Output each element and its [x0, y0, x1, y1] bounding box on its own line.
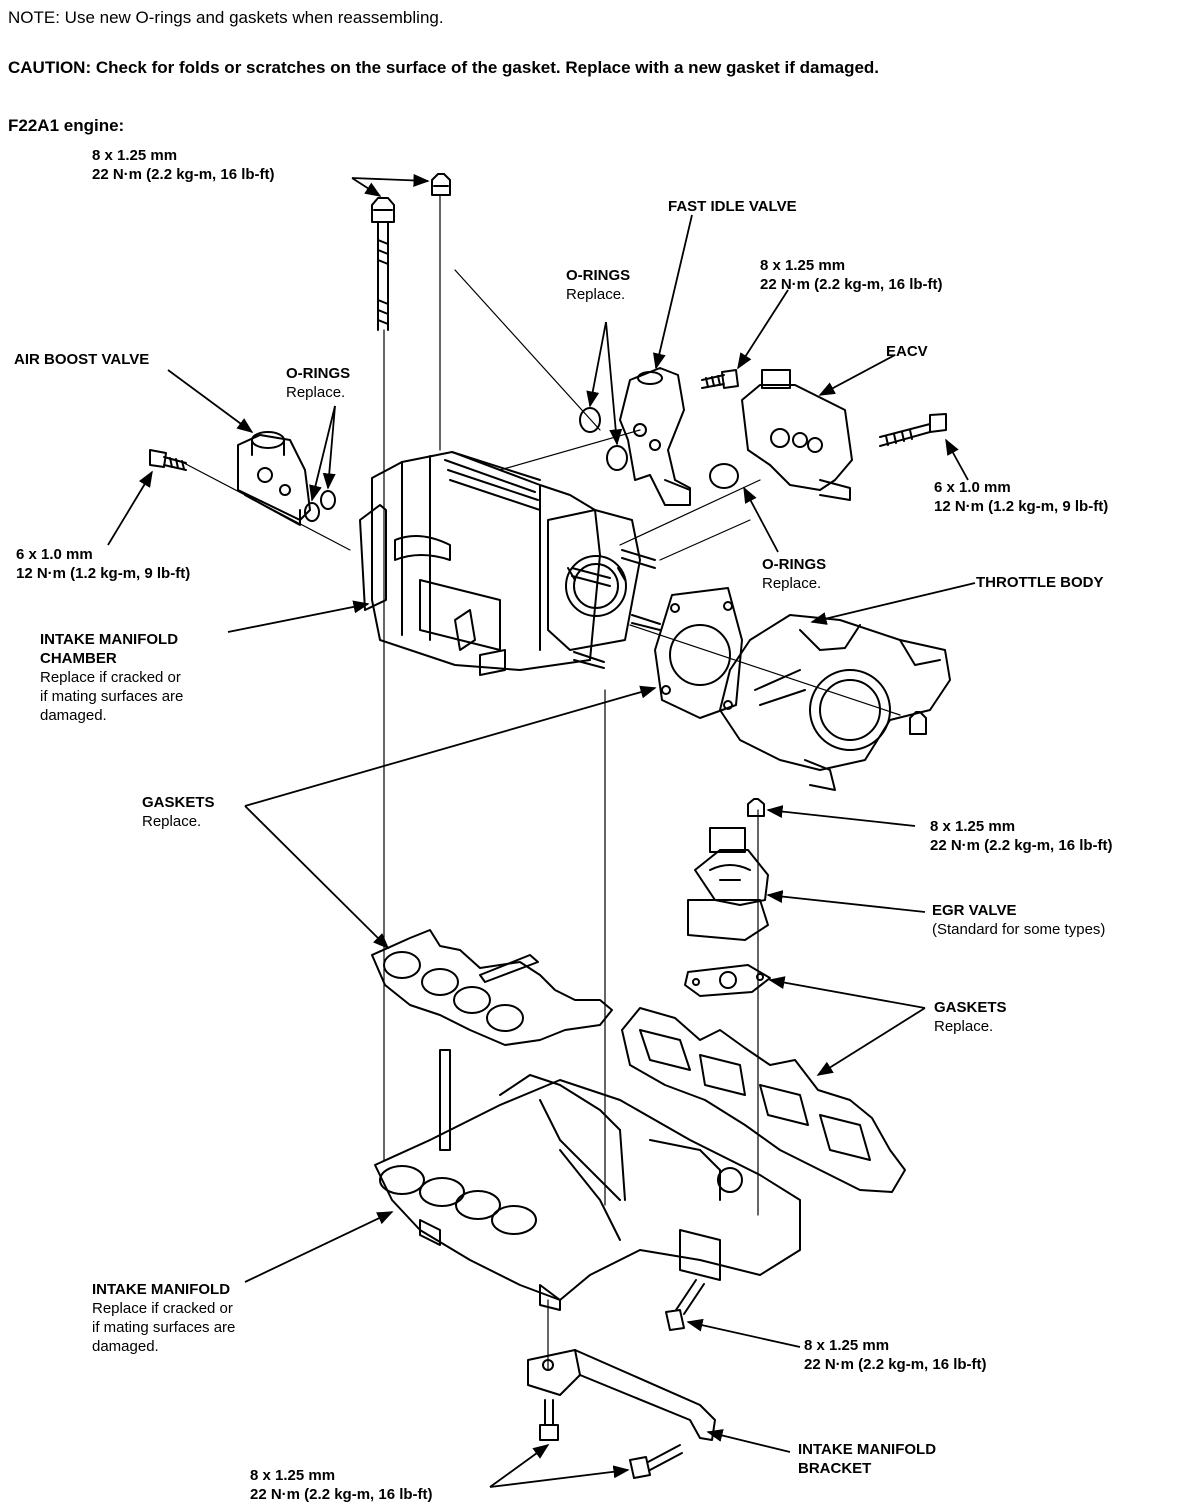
intake-gasket-left-icon — [371, 929, 613, 1046]
bolt-manifold-label: 8 x 1.25 mm 22 N·m (2.2 kg-m, 16 lb-ft) — [804, 1337, 987, 1373]
bolt-top-label: 8 x 1.25 mm 22 N·m (2.2 kg-m, 16 lb-ft) — [92, 147, 275, 183]
intake-gasket-right-icon — [621, 1007, 906, 1193]
intake-manifold-chamber-icon — [359, 451, 641, 676]
caution-body: Check for folds or scratches on the surf… — [95, 58, 880, 77]
bolt-bottom-label: 8 x 1.25 mm 22 N·m (2.2 kg-m, 16 lb-ft) — [250, 1467, 433, 1503]
gaskets-left-label: GASKETS Replace. — [142, 794, 215, 830]
bracket-bolt-angled-icon — [629, 1444, 683, 1479]
eacv-bolt-icon — [879, 413, 947, 447]
throttle-body-label: THROTTLE BODY — [976, 574, 1104, 591]
leader-lines — [107, 173, 976, 1488]
fiv-bolt-icon — [701, 369, 739, 389]
bolt-abv-label: 6 x 1.0 mm 12 N·m (1.2 kg-m, 9 lb-ft) — [16, 546, 191, 582]
nut-icon — [431, 173, 451, 196]
chamber-label: INTAKE MANIFOLD CHAMBER Replace if crack… — [40, 631, 184, 724]
gaskets-right-label: GASKETS Replace. — [934, 999, 1007, 1035]
egr-valve-label: EGR VALVE (Standard for some types) — [932, 902, 1106, 938]
bolt-egr-label: 8 x 1.25 mm 22 N·m (2.2 kg-m, 16 lb-ft) — [930, 818, 1113, 854]
oring-fiv-label: O-RINGS Replace. — [566, 267, 631, 303]
oring-eacv-label: O-RINGS Replace. — [762, 556, 827, 592]
bracket-label: INTAKE MANIFOLD BRACKET — [798, 1441, 937, 1477]
fast-idle-valve-icon — [619, 367, 691, 506]
intake-manifold-bracket-icon — [527, 1349, 716, 1441]
egr-valve-icon — [687, 827, 769, 941]
long-bolt-icon — [371, 197, 395, 331]
throttle-nut-icon — [909, 711, 927, 735]
egr-nut-icon — [747, 798, 765, 817]
abv-bolt-icon — [149, 449, 187, 471]
throttle-body-icon — [719, 614, 951, 791]
fiv-orings-icon — [579, 407, 628, 471]
eacv-icon — [741, 369, 853, 501]
bolt-fiv-label: 8 x 1.25 mm 22 N·m (2.2 kg-m, 16 lb-ft) — [760, 257, 943, 293]
egr-gasket-icon — [684, 964, 771, 997]
chamber-studs-icon — [571, 549, 661, 669]
eacv-oring-icon — [709, 463, 739, 489]
intake-manifold-icon — [374, 1049, 801, 1311]
bracket-bolt-vertical-icon — [539, 1399, 559, 1441]
oring-abv-label: O-RINGS Replace. — [286, 365, 351, 401]
air-boost-valve-icon — [237, 431, 311, 526]
engine-title: F22A1 engine: — [8, 116, 125, 135]
caution-label: CAUTION: — [8, 58, 92, 77]
manifold-bolt-icon — [665, 1279, 705, 1331]
bolt-eacv-label: 6 x 1.0 mm 12 N·m (1.2 kg-m, 9 lb-ft) — [934, 479, 1109, 515]
manifold-label: INTAKE MANIFOLD Replace if cracked or if… — [92, 1281, 236, 1355]
eacv-label: EACV — [886, 343, 928, 360]
note-text: NOTE: Use new O-rings and gaskets when r… — [8, 8, 444, 27]
fast-idle-valve-label: FAST IDLE VALVE — [668, 198, 797, 215]
throttle-gasket-icon — [654, 587, 743, 719]
caution-text: CAUTION: Check for folds or scratches on… — [8, 58, 879, 78]
air-boost-valve-label: AIR BOOST VALVE — [14, 351, 150, 368]
